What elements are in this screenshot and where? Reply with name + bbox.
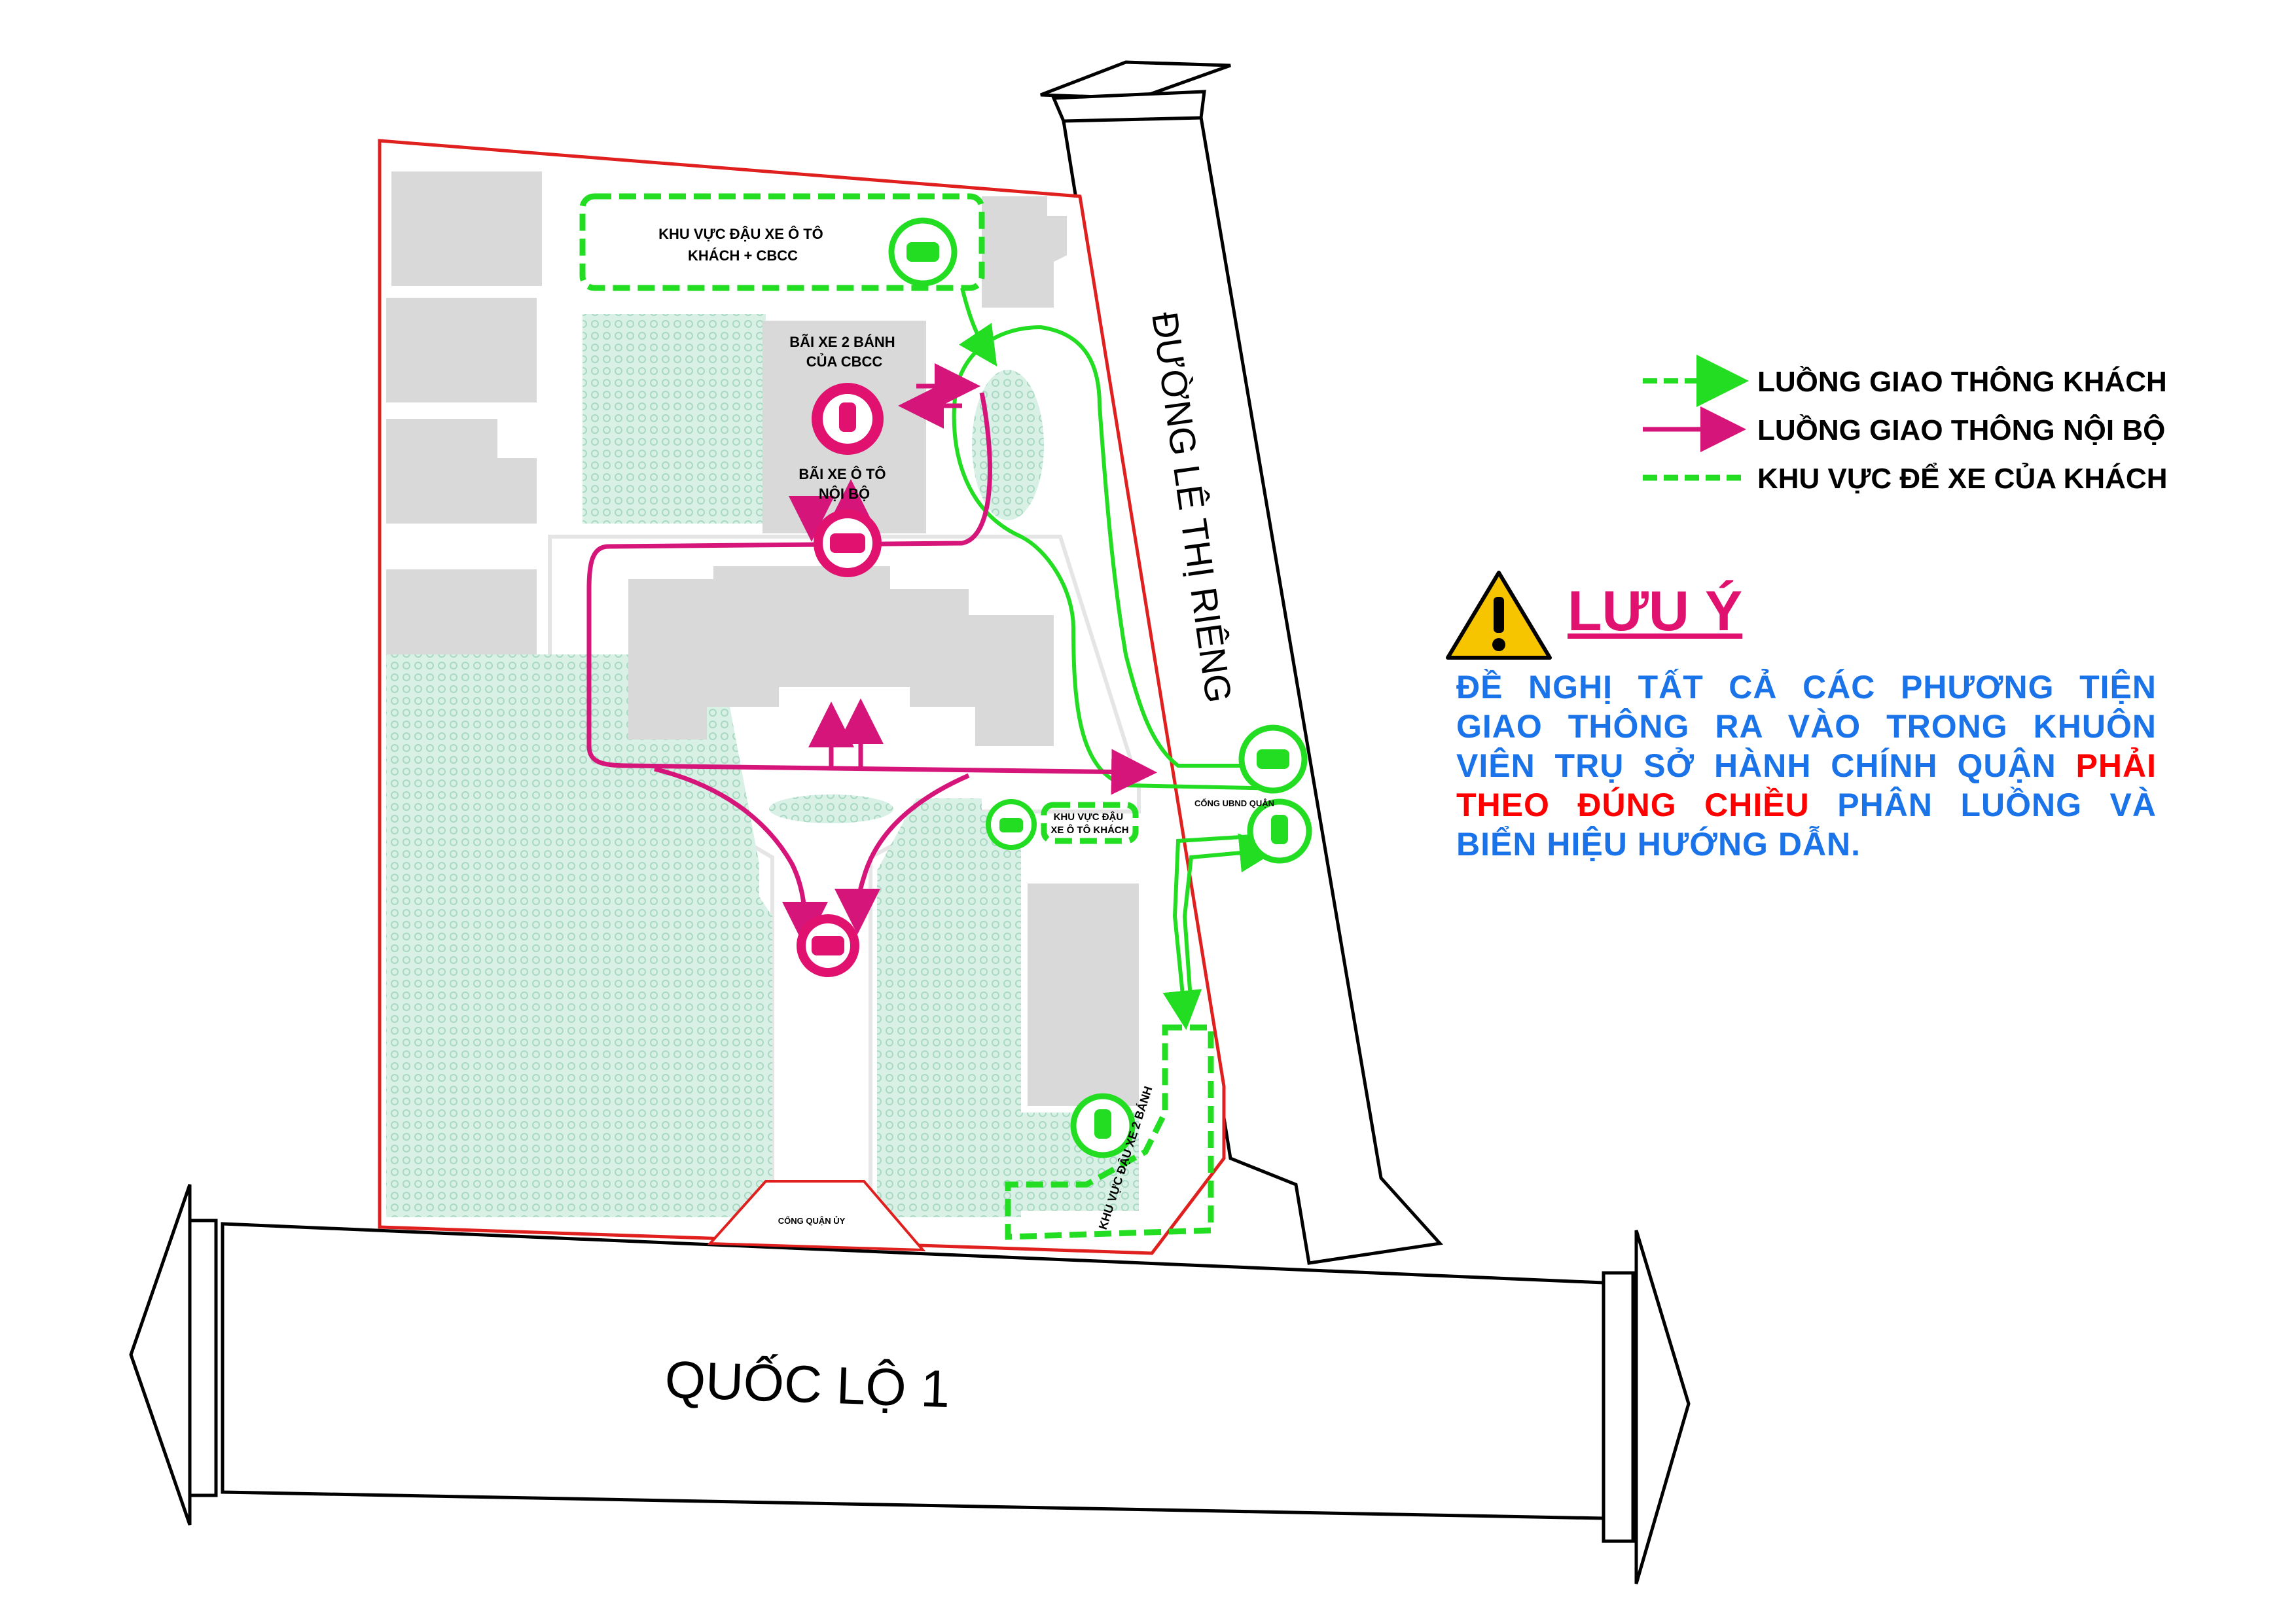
green-areas xyxy=(386,314,1139,1217)
label-internal-car-lot: BÃI XE Ô TÔ NỘI BỘ xyxy=(798,466,889,502)
legend-item-guest-flow: LUỒNG GIAO THÔNG KHÁCH xyxy=(1643,355,2167,407)
guest-car-parking-icon xyxy=(888,217,958,287)
gate-car-icon xyxy=(1238,724,1308,794)
label-staff-bike-lot: BÃI XE 2 BÁNH CỦA CBCC xyxy=(789,334,899,370)
internal-traffic-flow xyxy=(586,363,1157,948)
guest-traffic-flow xyxy=(952,287,1299,1030)
notice-title: LƯU Ý xyxy=(1568,580,1743,643)
staff-bike-parking-icon xyxy=(812,383,884,455)
notice-text-after: PHÂN LUỒNG VÀ BIỂN HIỆU HƯỚNG DẪN. xyxy=(1456,787,2157,863)
label-guest-car-small: KHU VỰC ĐẬU XE Ô TÔ KHÁCH xyxy=(1050,811,1128,836)
legend-label-guest-flow: LUỒNG GIAO THÔNG KHÁCH xyxy=(1757,365,2167,398)
guest-parking-zones xyxy=(579,193,1214,1240)
road-quoc-lo-1 xyxy=(129,1184,1691,1584)
exit-car-icon xyxy=(797,914,859,977)
notice-text-before: ĐỀ NGHỊ TẤT CẢ CÁC PHƯƠNG TIỆN GIAO THÔN… xyxy=(1456,669,2157,784)
label-guest-car-area: KHU VỰC ĐẬU XE Ô TÔ KHÁCH + CBCC xyxy=(658,226,827,264)
gate-quan-uy-area xyxy=(707,1180,926,1252)
road-le-thi-rieng xyxy=(1040,60,1443,1265)
legend-item-guest-parking: KHU VỰC ĐỂ XE CỦA KHÁCH xyxy=(1643,461,2167,495)
small-car-parking-icon xyxy=(986,799,1037,850)
legend: LUỒNG GIAO THÔNG KHÁCH LUỒNG GIAO THÔNG … xyxy=(1643,355,2167,495)
legend-label-guest-parking: KHU VỰC ĐỂ XE CỦA KHÁCH xyxy=(1757,461,2167,495)
gate-bike-icon xyxy=(1247,798,1312,864)
warning-icon xyxy=(1446,571,1552,660)
notice-text: ĐỀ NGHỊ TẤT CẢ CÁC PHƯƠNG TIỆN GIAO THÔN… xyxy=(1456,668,2157,864)
internal-car-parking-icon xyxy=(814,509,882,577)
legend-item-internal-flow: LUỒNG GIAO THÔNG NỘI BỘ xyxy=(1643,406,2165,452)
legend-label-internal-flow: LUỒNG GIAO THÔNG NỘI BỘ xyxy=(1757,413,2165,446)
label-gate-quan-uy: CỔNG QUẬN ỦY xyxy=(778,1216,846,1226)
label-gate-ubnd: CỔNG UBND QUẬN xyxy=(1194,798,1274,808)
notice-text-emphasis: PHẢI THEO ĐÚNG CHIỀU xyxy=(1456,747,2157,823)
road-quoc-lo-1-label: QUỐC LỘ 1 xyxy=(664,1350,951,1418)
guest-bike-parking-icon xyxy=(1070,1093,1136,1158)
